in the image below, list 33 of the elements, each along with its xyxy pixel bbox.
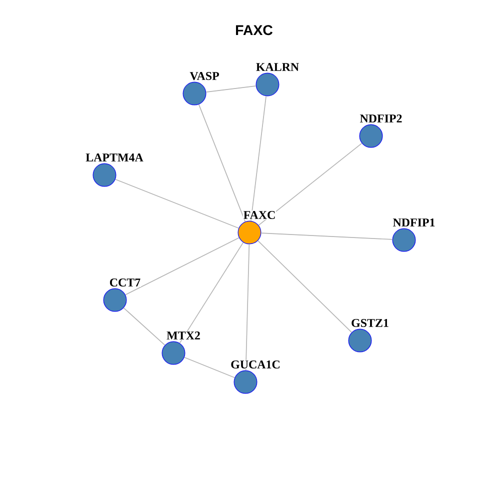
title: FAXC <box>236 25 273 36</box>
node-label: MTX2 <box>166 331 201 340</box>
edge-line <box>257 240 352 333</box>
node-circle <box>348 328 372 352</box>
edge-line <box>184 356 236 378</box>
edge-line <box>260 232 393 240</box>
edge-line <box>115 178 239 229</box>
edge-line <box>123 307 166 346</box>
node-label: NDFIP2 <box>359 114 403 123</box>
edge-line <box>245 244 250 371</box>
edge-line <box>258 142 362 226</box>
node-circle <box>238 220 262 244</box>
node-label: KALRN <box>256 62 300 72</box>
edge-line <box>206 86 256 92</box>
edge-line <box>198 104 246 222</box>
edge-line <box>250 96 266 222</box>
node-label: VASP <box>189 72 220 80</box>
node-circle <box>103 288 127 312</box>
node-label: CCT7 <box>108 278 142 287</box>
node-circle <box>359 124 383 148</box>
node-circle <box>92 163 116 187</box>
node-label: GSTZ1 <box>350 318 390 328</box>
edge-line <box>125 237 240 296</box>
node-label: GUCA1C <box>230 360 281 369</box>
node-label: LAPTM4A <box>85 153 144 162</box>
node-label: NDFIP1 <box>392 218 436 227</box>
node-circle <box>162 341 186 365</box>
node-circle <box>182 82 206 106</box>
node-circle <box>234 370 258 394</box>
node-label: FAXC <box>242 210 276 220</box>
edge-line <box>179 242 244 344</box>
node-circle <box>392 228 416 252</box>
node-circle <box>256 72 280 96</box>
